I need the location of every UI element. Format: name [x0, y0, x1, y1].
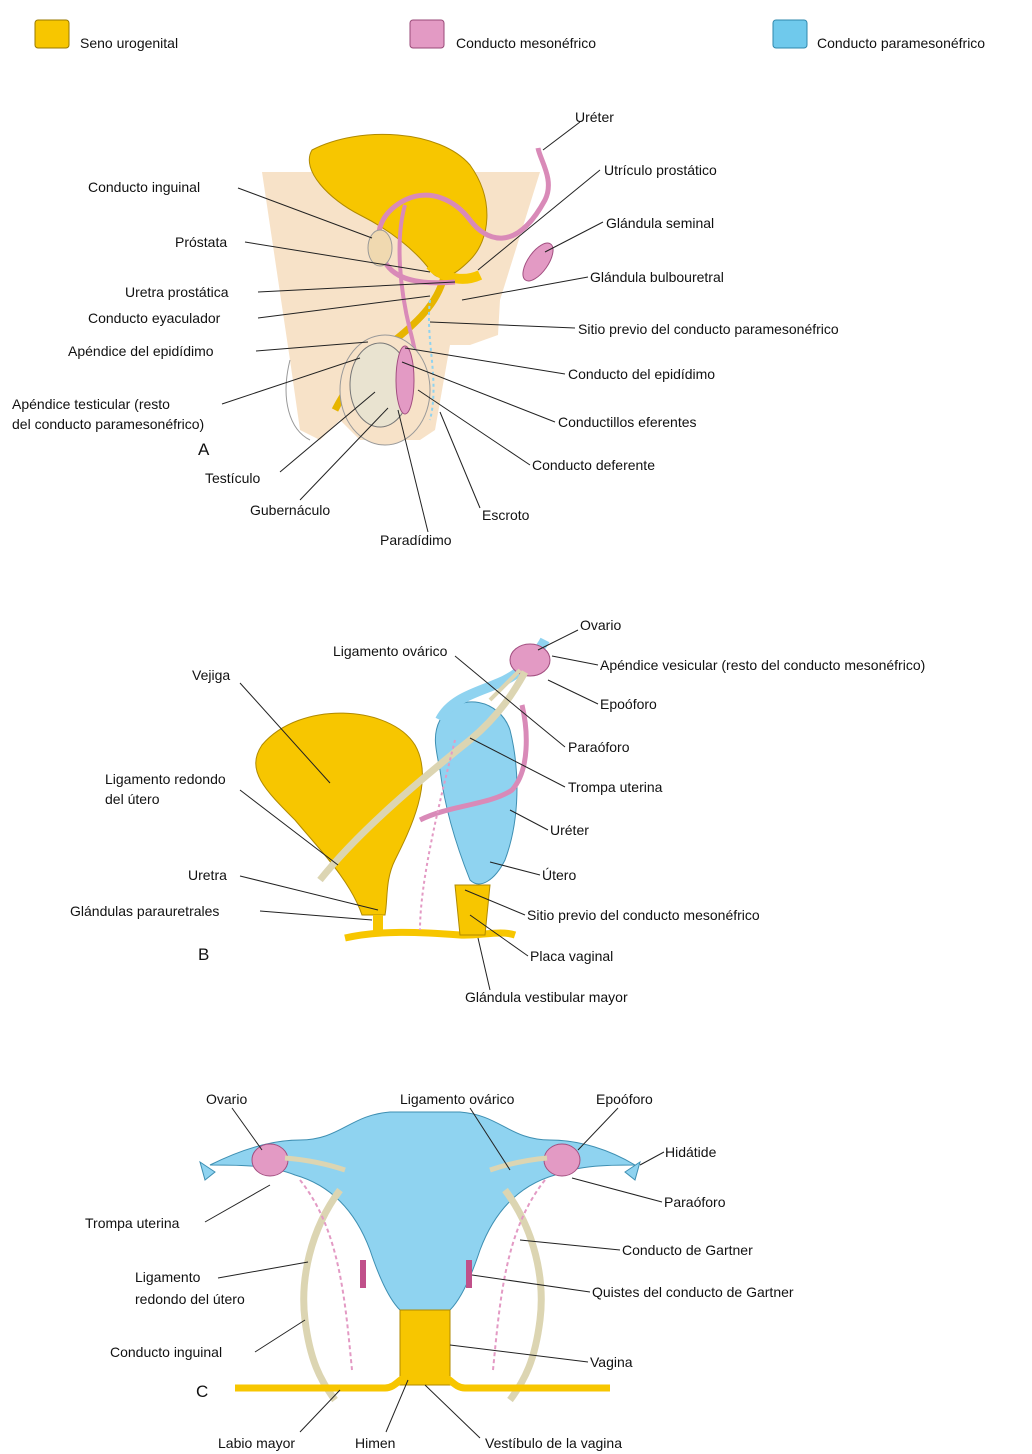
label-a-ureter: Uréter — [575, 109, 614, 125]
seminal-gland-a — [517, 238, 559, 286]
label-c-labio: Labio mayor — [218, 1435, 295, 1451]
legend-swatch-urogenital — [35, 20, 69, 48]
legend-label-mesonephric: Conducto mesonéfrico — [456, 35, 596, 51]
label-a-utriculo: Utrículo prostático — [604, 162, 717, 178]
label-c-hidatide: Hidátide — [665, 1144, 717, 1160]
label-c-himen: Himen — [355, 1435, 395, 1451]
round-ligament-left-c — [304, 1190, 340, 1400]
label-b-trompa: Trompa uterina — [568, 779, 663, 795]
label-a-testiculo: Testículo — [205, 470, 260, 486]
panel-c-drawing — [200, 1112, 640, 1400]
label-c-ligamento-ovarico: Ligamento ovárico — [400, 1091, 515, 1107]
label-b-vejiga: Vejiga — [192, 667, 230, 683]
label-b-placa-vaginal: Placa vaginal — [530, 948, 613, 964]
label-c-vestibulo: Vestíbulo de la vagina — [485, 1435, 622, 1451]
label-b-uretra: Uretra — [188, 867, 227, 883]
label-c-quistes: Quistes del conducto de Gartner — [592, 1284, 794, 1300]
gartner-cyst-right-c — [466, 1260, 472, 1288]
label-b-parauretrales: Glándulas parauretrales — [70, 903, 219, 919]
label-b-vestibular-mayor: Glándula vestibular mayor — [465, 989, 628, 1005]
round-ligament-right-c — [505, 1190, 541, 1400]
label-b-epooforo: Epoóforo — [600, 696, 657, 712]
bladder-b — [256, 713, 423, 915]
panel-letter-a: A — [198, 440, 210, 459]
panel-b-drawing — [256, 640, 550, 938]
label-b-ovario: Ovario — [580, 617, 621, 633]
label-b-paraooforo: Paraóforo — [568, 739, 630, 755]
panel-letter-c: C — [196, 1382, 208, 1401]
ovary-left-c — [252, 1144, 288, 1176]
label-c-epooforo: Epoóforo — [596, 1091, 653, 1107]
label-a-prostata: Próstata — [175, 234, 227, 250]
legend-swatch-mesonephric — [410, 20, 444, 48]
ovary-right-c — [544, 1144, 580, 1176]
label-a-conducto-epididimo: Conducto del epidídimo — [568, 366, 715, 382]
label-a-bulbouretral: Glándula bulbouretral — [590, 269, 724, 285]
label-a-conductillos: Conductillos eferentes — [558, 414, 697, 430]
label-c-gartner: Conducto de Gartner — [622, 1242, 753, 1258]
label-c-lig-redondo-1: Ligamento — [135, 1269, 201, 1285]
label-c-paraooforo: Paraóforo — [664, 1194, 726, 1210]
label-b-utero: Útero — [542, 867, 576, 883]
label-a-glandula-seminal: Glándula seminal — [606, 215, 714, 231]
label-c-ovario: Ovario — [206, 1091, 247, 1107]
vagina-c — [400, 1310, 450, 1385]
label-b-apendice-vesicular: Apéndice vesicular (resto del conducto m… — [600, 657, 925, 673]
label-c-vagina: Vagina — [590, 1354, 633, 1370]
label-a-eyaculador: Conducto eyaculador — [88, 310, 221, 326]
legend-label-urogenital: Seno urogenital — [80, 35, 178, 51]
label-a-sitio-previo: Sitio previo del conducto paramesonéfric… — [578, 321, 839, 337]
label-a-escroto: Escroto — [482, 507, 530, 523]
panel-letter-b: B — [198, 945, 209, 964]
label-c-inguinal: Conducto inguinal — [110, 1344, 222, 1360]
label-b-sitio-previo: Sitio previo del conducto mesonéfrico — [527, 907, 760, 923]
prostate-a — [368, 230, 392, 266]
label-a-apendice-testicular-1: Apéndice testicular (resto — [12, 396, 170, 412]
gartner-cyst-left-c — [360, 1260, 366, 1288]
label-b-lig-redondo-2: del útero — [105, 791, 160, 807]
label-a-deferente: Conducto deferente — [532, 457, 655, 473]
label-a-apendice-epididimo: Apéndice del epidídimo — [68, 343, 214, 359]
legend-label-paramesonephric: Conducto paramesonéfrico — [817, 35, 985, 51]
label-a-apendice-testicular-2: del conducto paramesonéfrico) — [12, 416, 204, 432]
label-c-trompa: Trompa uterina — [85, 1215, 180, 1231]
label-b-lig-redondo-1: Ligamento redondo — [105, 771, 226, 787]
label-c-lig-redondo-2: redondo del útero — [135, 1291, 245, 1307]
urogenital-sinus-b — [345, 932, 515, 938]
legend-swatch-paramesonephric — [773, 20, 807, 48]
uterus-c — [210, 1112, 635, 1310]
label-a-gubernaculo: Gubernáculo — [250, 502, 330, 518]
label-a-paradidimo: Paradídimo — [380, 532, 452, 548]
epididymis-a — [396, 346, 414, 414]
label-a-uretra-prostatica: Uretra prostática — [125, 284, 229, 300]
label-b-ligamento-ovarico: Ligamento ovárico — [333, 643, 448, 659]
vaginal-plate-b — [455, 885, 490, 935]
label-a-conducto-inguinal: Conducto inguinal — [88, 179, 200, 195]
legend: Seno urogenital Conducto mesonéfrico Con… — [35, 20, 985, 51]
label-b-ureter: Uréter — [550, 822, 589, 838]
